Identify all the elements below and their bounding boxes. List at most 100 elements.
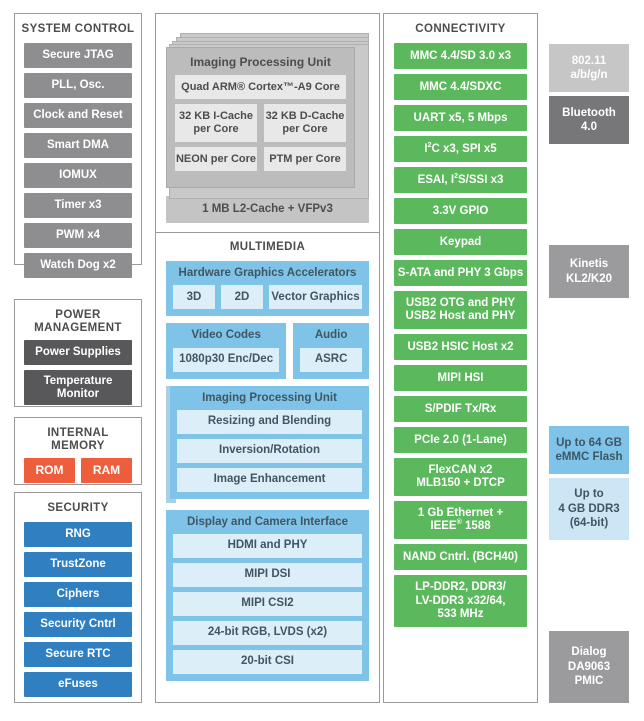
block-3d[interactable]: 3D: [173, 285, 215, 310]
block-efuses[interactable]: eFuses: [24, 672, 132, 698]
block-timer-x3[interactable]: Timer x3: [24, 193, 132, 219]
display-camera-list: HDMI and PHY MIPI DSI MIPI CSI2 24-bit R…: [173, 534, 362, 675]
block-rng[interactable]: RNG: [24, 522, 132, 548]
cpu-dcache-chip[interactable]: 32 KB D-Cache per Core: [264, 104, 346, 142]
ddr-label: LP-DDR2, DDR3/LV-DDR3 x32/64,533 MHz: [415, 581, 506, 620]
block-keypad[interactable]: Keypad: [394, 229, 527, 256]
block-ddr-memory-controller[interactable]: LP-DDR2, DDR3/LV-DDR3 x32/64,533 MHz: [394, 575, 527, 628]
esai-label: ESAI, I2S/SSI x3: [417, 171, 504, 186]
block-hdmi-and-phy[interactable]: HDMI and PHY: [173, 534, 362, 559]
internal-memory-panel: INTERNAL MEMORY ROM RAM: [14, 417, 142, 485]
audio-box: Audio ASRC: [293, 323, 369, 379]
cpu-neon-chip[interactable]: NEON per Core: [175, 147, 257, 171]
internal-memory-list: ROM RAM: [15, 458, 141, 497]
power-management-panel: POWER MANAGEMENT Power Supplies Temperat…: [14, 299, 142, 407]
block-mipi-csi2[interactable]: MIPI CSI2: [173, 592, 362, 617]
security-list: RNG TrustZone Ciphers Security Cntrl Sec…: [15, 522, 141, 706]
connectivity-title: CONNECTIVITY: [415, 23, 506, 35]
block-clock-and-reset[interactable]: Clock and Reset: [24, 103, 132, 129]
ipu-title: Imaging Processing Unit: [202, 391, 337, 404]
block-2d[interactable]: 2D: [221, 285, 263, 310]
block-pwm-x4[interactable]: PWM x4: [24, 223, 132, 249]
block-trustzone[interactable]: TrustZone: [24, 552, 132, 578]
block-mipi-dsi[interactable]: MIPI DSI: [173, 563, 362, 588]
block-image-enhancement[interactable]: Image Enhancement: [177, 467, 362, 492]
cpu-ptm-chip[interactable]: PTM per Core: [264, 147, 346, 171]
block-esai-i2s-ssi[interactable]: ESAI, I2S/SSI x3: [394, 167, 527, 194]
cpu-icache-chip[interactable]: 32 KB I-Cache per Core: [175, 104, 257, 142]
block-spdif[interactable]: S/PDIF Tx/Rx: [394, 396, 527, 423]
block-ethernet-ieee1588[interactable]: 1 Gb Ethernet +IEEE® 1588: [394, 501, 527, 540]
block-security-cntrl[interactable]: Security Cntrl: [24, 612, 132, 638]
block-ciphers[interactable]: Ciphers: [24, 582, 132, 608]
system-control-title: SYSTEM CONTROL: [21, 23, 135, 35]
display-camera-box: Display and Camera Interface HDMI and PH…: [166, 509, 369, 682]
block-1080p30-enc-dec[interactable]: 1080p30 Enc/Dec: [173, 347, 280, 372]
block-l2-cache[interactable]: 1 MB L2-Cache + VFPv3: [166, 196, 369, 223]
block-24bit-rgb-lvds[interactable]: 24-bit RGB, LVDS (x2): [173, 621, 362, 646]
block-pcie[interactable]: PCIe 2.0 (1-Lane): [394, 427, 527, 454]
graphics-accelerators-box: Hardware Graphics Accelerators 3D 2D Vec…: [166, 261, 369, 317]
cpu-cache-row: 32 KB I-Cache per Core 32 KB D-Cache per…: [175, 104, 346, 142]
block-asrc[interactable]: ASRC: [300, 347, 362, 372]
ipu-list: Resizing and Blending Inversion/Rotation…: [177, 409, 362, 492]
block-rom[interactable]: ROM: [24, 458, 75, 484]
block-ram[interactable]: RAM: [81, 458, 132, 484]
block-watch-dog-x2[interactable]: Watch Dog x2: [24, 253, 132, 279]
block-mmc-sdxc[interactable]: MMC 4.4/SDXC: [394, 74, 527, 101]
multimedia-title: MULTIMEDIA: [229, 241, 306, 253]
block-20bit-csi[interactable]: 20-bit CSI: [173, 650, 362, 675]
power-management-list: Power Supplies Temperature Monitor: [15, 340, 141, 414]
block-i2c-spi[interactable]: I2C x3, SPI x5: [394, 136, 527, 163]
block-secure-rtc[interactable]: Secure RTC: [24, 642, 132, 668]
system-control-list: Secure JTAG PLL, Osc. Clock and Reset Sm…: [15, 43, 141, 287]
block-temperature-monitor[interactable]: Temperature Monitor: [24, 370, 132, 406]
block-iomux[interactable]: IOMUX: [24, 163, 132, 189]
ethernet-label: 1 Gb Ethernet +IEEE® 1588: [417, 507, 504, 533]
block-sata-phy[interactable]: S-ATA and PHY 3 Gbps: [394, 260, 527, 287]
block-smart-dma[interactable]: Smart DMA: [24, 133, 132, 159]
block-power-supplies[interactable]: Power Supplies: [24, 340, 132, 366]
video-codes-title: Video Codes: [191, 329, 261, 342]
block-resizing-and-blending[interactable]: Resizing and Blending: [177, 409, 362, 434]
system-control-panel: SYSTEM CONTROL Secure JTAG PLL, Osc. Clo…: [14, 13, 142, 279]
ipu-box: Imaging Processing Unit Resizing and Ble…: [170, 385, 369, 499]
ipu-stack: Imaging Processing Unit Resizing and Ble…: [166, 385, 369, 503]
block-vector-graphics[interactable]: Vector Graphics: [269, 285, 362, 310]
block-inversion-rotation[interactable]: Inversion/Rotation: [177, 438, 362, 463]
block-secure-jtag[interactable]: Secure JTAG: [24, 43, 132, 69]
cpu-card[interactable]: Imaging Processing Unit Quad ARM® Cortex…: [166, 47, 355, 188]
video-audio-row: Video Codes 1080p30 Enc/Dec Audio ASRC: [166, 323, 369, 379]
cpu-title: Imaging Processing Unit: [190, 55, 331, 69]
cpu-core-chip[interactable]: Quad ARM® Cortex™-A9 Core: [175, 75, 346, 99]
video-codes-box: Video Codes 1080p30 Enc/Dec: [166, 323, 287, 379]
block-3v3-gpio[interactable]: 3.3V GPIO: [394, 198, 527, 225]
block-pll-osc[interactable]: PLL, Osc.: [24, 73, 132, 99]
security-title: SECURITY: [47, 502, 109, 514]
internal-memory-title: INTERNAL MEMORY: [47, 427, 109, 453]
block-mipi-hsi[interactable]: MIPI HSI: [394, 365, 527, 392]
block-mmc-sd-x3[interactable]: MMC 4.4/SD 3.0 x3: [394, 43, 527, 70]
cpu-units-row: NEON per Core PTM per Core: [175, 147, 346, 171]
block-nand-cntrl[interactable]: NAND Cntrl. (BCH40): [394, 544, 527, 571]
audio-title: Audio: [314, 329, 348, 342]
block-usb2-hsic-host[interactable]: USB2 HSIC Host x2: [394, 334, 527, 361]
block-uart[interactable]: UART x5, 5 Mbps: [394, 105, 527, 132]
power-management-title: POWER MANAGEMENT: [34, 309, 122, 335]
connectivity-panel: CONNECTIVITY MMC 4.4/SD 3.0 x3 MMC 4.4/S…: [383, 13, 538, 703]
graphics-chip-row: 3D 2D Vector Graphics: [173, 285, 362, 310]
